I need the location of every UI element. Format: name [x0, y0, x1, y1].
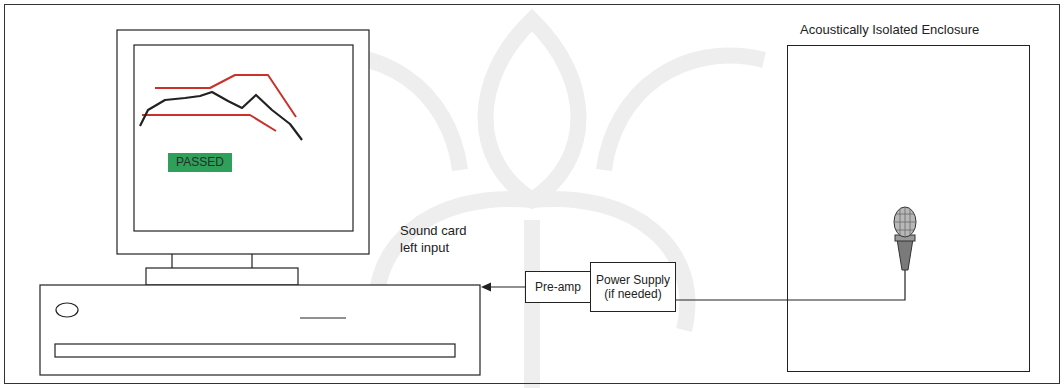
monitor-neck [172, 254, 252, 268]
node-text: Power Supply (if needed) [595, 273, 671, 302]
node-text: PASSED [176, 155, 224, 169]
computer-case [40, 285, 480, 375]
power-button [56, 303, 78, 317]
lower-limit [142, 115, 276, 131]
enclosure-box: Acoustically Isolated Enclosure [787, 45, 1030, 372]
signal-arrow [481, 283, 525, 292]
port-label: Sound card left input [400, 222, 478, 256]
process-box: Power Supply (if needed) [590, 262, 676, 312]
enclosure-heading: Acoustically Isolated Enclosure [800, 22, 979, 38]
monitor-base [146, 268, 298, 285]
computer [40, 30, 480, 375]
drive-bay [55, 344, 455, 357]
signal-cable [676, 299, 787, 300]
frame [5, 5, 1060, 384]
process-box: Pre-amp [525, 271, 591, 303]
screen [134, 45, 353, 231]
node-text: Pre-amp [535, 280, 581, 294]
measured-curve [140, 92, 302, 140]
drive-slot [300, 317, 346, 318]
response-graph [140, 75, 302, 140]
monitor [117, 30, 369, 254]
upper-limit [155, 75, 296, 117]
microphone [894, 207, 916, 270]
status-badge: PASSED [168, 153, 232, 172]
mic-cable [787, 269, 905, 300]
